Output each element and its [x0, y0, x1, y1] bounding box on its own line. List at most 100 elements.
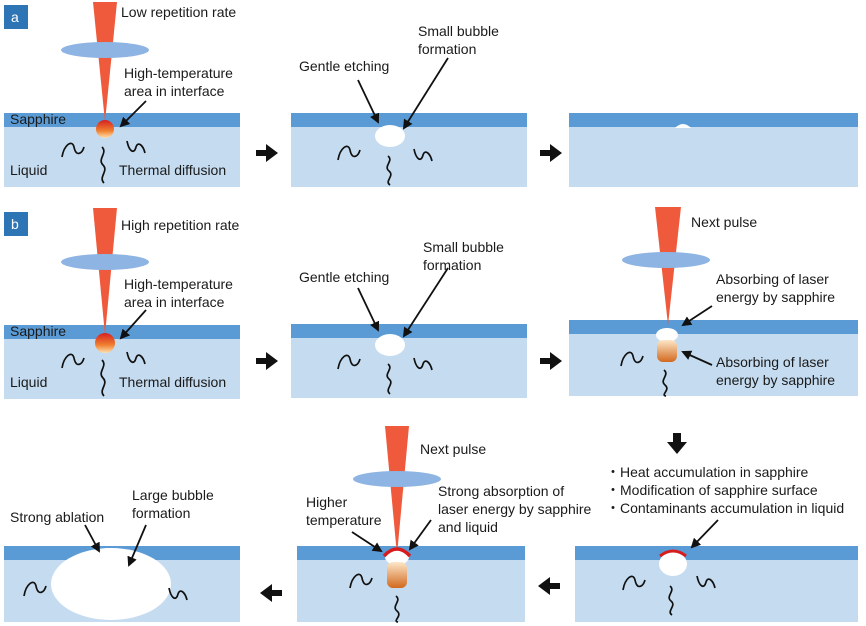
bubble-label-1: Small bubble	[423, 239, 504, 255]
strong-ablation-step: Strong ablation Large bubble formation	[4, 487, 240, 622]
gentle-etching-label: Gentle etching	[299, 269, 389, 285]
sapphire-layer	[569, 113, 858, 127]
step-arrow-left	[538, 577, 560, 595]
panel-b-step-1: High repetition rate High-temperature ar…	[4, 208, 240, 399]
sapphire-layer	[297, 546, 525, 560]
bullet-heat-accumulation: ・Heat accumulation in sapphire	[606, 464, 809, 480]
panel-b-step-3: Next pulse Absorbing of laser energy by …	[569, 207, 858, 397]
thermal-wave-right	[168, 587, 188, 601]
liquid-label: Liquid	[10, 374, 47, 390]
panel-b-step-2: Gentle etching Small bubble formation	[291, 239, 527, 398]
thermal-diffusion-label: Thermal diffusion	[119, 162, 226, 178]
pointer-arrow-bubble	[127, 524, 147, 567]
modified-surface	[659, 549, 687, 558]
focusing-lens	[61, 42, 149, 58]
thermal-wave-down	[662, 369, 668, 397]
strong-ablation-label: Strong ablation	[10, 509, 104, 525]
absorb-top-label-1: Absorbing of laser	[716, 271, 829, 287]
thermal-diffusion-label: Thermal diffusion	[119, 374, 226, 390]
laser-beam	[93, 208, 117, 335]
hot-area-label-1: High-temperature	[124, 65, 233, 81]
pointer-arrow-bubble	[402, 267, 449, 338]
thermal-wave-right	[126, 351, 146, 365]
panel-a-tag-box	[4, 5, 28, 29]
step-arrow-right	[540, 144, 562, 162]
small-bubble	[656, 328, 678, 342]
panel-a-step-1: Low repetition rate High-temperature are…	[4, 2, 240, 187]
etched-pit	[675, 124, 691, 128]
absorb-bottom-label-1: Absorbing of laser	[716, 354, 829, 370]
thermal-wave-down	[394, 595, 400, 623]
pointer-arrow-bubble	[402, 57, 449, 130]
pointer-arrow-temperature	[351, 531, 383, 553]
thermal-wave-left	[61, 142, 85, 158]
step-arrow-right	[256, 352, 278, 370]
pointer-arrow-absorption	[408, 519, 432, 551]
thermal-wave-down	[668, 585, 674, 616]
thermal-wave-left	[349, 573, 373, 589]
hot-spot	[95, 333, 115, 353]
accumulation-step: ・Heat accumulation in sapphire ・Modifica…	[575, 464, 858, 622]
bubble	[659, 552, 687, 576]
pointer-arrow	[119, 100, 147, 128]
bubble	[385, 549, 409, 565]
pointer-arrow-top	[681, 305, 713, 327]
gentle-etching-label: Gentle etching	[299, 58, 389, 74]
hot-area-label-1: High-temperature	[124, 276, 233, 292]
step-arrow-right	[256, 144, 278, 162]
bullet-surface-modification: ・Modification of sapphire surface	[606, 482, 818, 498]
thermal-wave-right	[413, 357, 433, 371]
thermal-wave-right	[413, 148, 433, 162]
sapphire-layer	[575, 546, 858, 560]
small-bubble	[375, 125, 405, 147]
sapphire-label: Sapphire	[10, 111, 66, 127]
pointer-arrow-bottom	[681, 350, 713, 366]
thermal-wave-left	[337, 354, 361, 370]
thermal-wave-right	[126, 140, 146, 154]
thermal-wave-left	[23, 581, 47, 597]
absorbing-column	[387, 562, 407, 588]
hot-interface	[382, 547, 412, 558]
thermal-wave-down	[386, 155, 392, 186]
laser-beam	[93, 2, 117, 122]
bubble-label-2: formation	[418, 41, 476, 57]
thermal-wave-right	[696, 575, 716, 589]
focusing-lens	[61, 254, 149, 270]
large-bubble-label-1: Large bubble	[132, 487, 214, 503]
large-bubble	[51, 548, 171, 620]
focusing-lens	[353, 471, 441, 487]
pointer-arrow	[119, 309, 147, 340]
next-pulse-label: Next pulse	[420, 441, 486, 457]
thermal-wave-left	[337, 145, 361, 161]
focusing-lens	[622, 252, 710, 268]
laser-beam	[385, 426, 409, 555]
thermal-wave-left	[622, 575, 646, 591]
bubble-label-2: formation	[423, 257, 481, 273]
sapphire-layer	[569, 320, 858, 334]
thermal-wave-down	[100, 359, 106, 397]
pointer-arrow-etching	[357, 287, 380, 332]
panel-b-tag: b	[11, 216, 19, 232]
absorb-top-label-2: energy by sapphire	[716, 289, 835, 305]
panel-a-step-2: Gentle etching Small bubble formation	[291, 23, 527, 187]
hot-spot	[96, 120, 114, 138]
panel-a-step-3	[569, 113, 858, 187]
small-bubble	[375, 334, 405, 356]
absorbing-column	[657, 340, 677, 362]
strong-absorption-label-2: laser energy by sapphire	[438, 501, 592, 517]
panel-a-tag: a	[11, 9, 19, 25]
bubble-label-1: Small bubble	[418, 23, 499, 39]
pointer-arrow-etching	[357, 79, 380, 124]
bullet-contaminants: ・Contaminants accumulation in liquid	[606, 500, 844, 516]
next-pulse-label: Next pulse	[691, 214, 757, 230]
strong-absorption-step: Next pulse Higher temperature Strong abs…	[297, 426, 592, 623]
panel-b-tag-box	[4, 212, 28, 236]
absorb-bottom-label-2: energy by sapphire	[716, 372, 835, 388]
rate-label: Low repetition rate	[121, 4, 236, 20]
hot-area-label-2: area in interface	[124, 294, 225, 310]
strong-absorption-label-1: Strong absorption of	[438, 483, 564, 499]
hot-area-label-2: area in interface	[124, 83, 225, 99]
thermal-wave-down	[386, 363, 392, 395]
liquid-label: Liquid	[10, 162, 47, 178]
